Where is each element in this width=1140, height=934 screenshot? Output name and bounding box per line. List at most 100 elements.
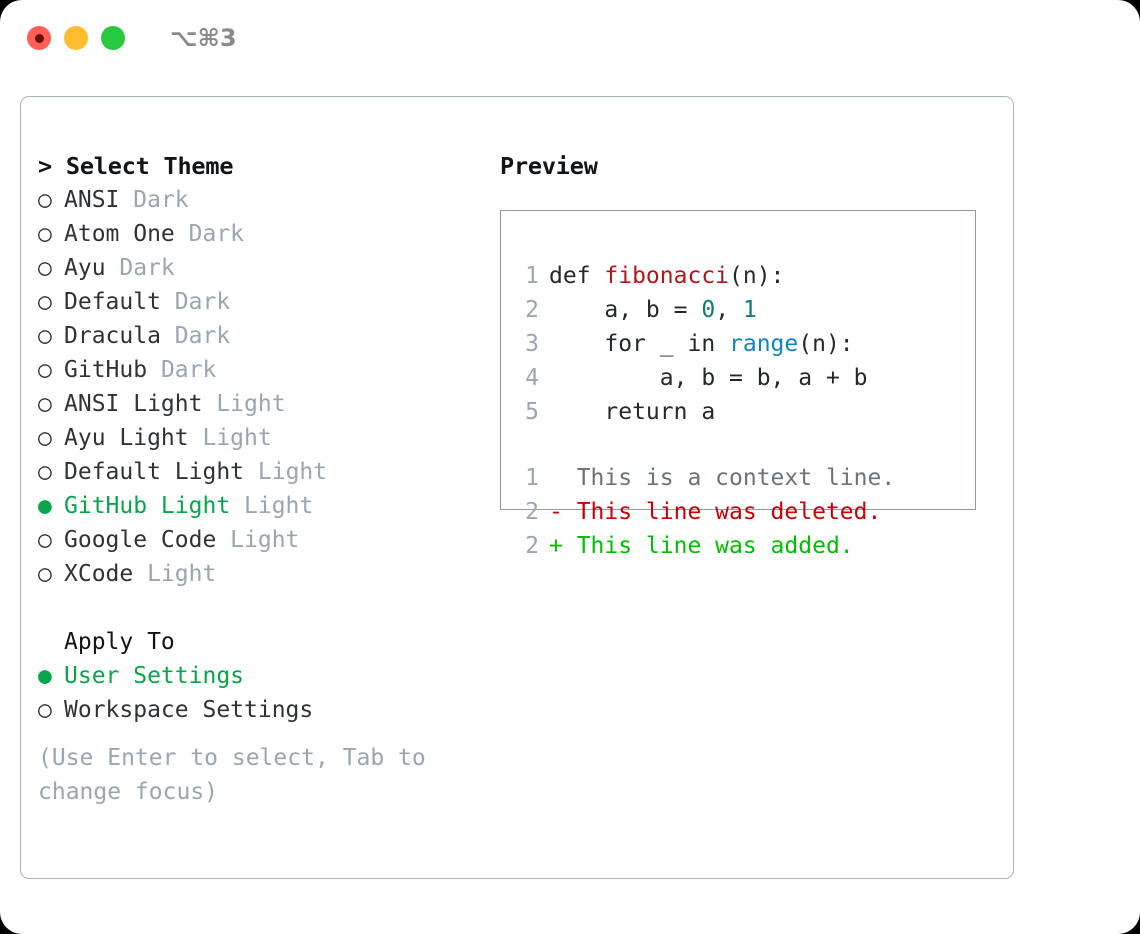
traffic-lights [27,26,125,50]
diff-line-text: This is a context line. [549,465,896,491]
radio-unselected-icon: ○ [38,255,52,281]
code-token-fn: fibonacci [604,263,730,289]
theme-option-label: Atom One [64,221,189,247]
code-token-plain: (n): [729,263,785,289]
radio-unselected-icon: ○ [38,459,52,485]
keyboard-hint-text: (Use Enter to select, Tab to change focu… [38,745,440,805]
radio-selected-icon: ● [38,493,52,519]
radio-unselected-icon: ○ [38,289,52,315]
radio-unselected-icon: ○ [38,187,52,213]
close-button[interactable] [27,26,51,50]
theme-option-ayu-light[interactable]: ○ Ayu Light Light [38,421,478,455]
theme-option-xcode[interactable]: ○XCode Light [38,557,478,591]
code-token-num: 1 [742,297,757,323]
code-line: 1 def fibonacci(n): [517,259,868,293]
theme-option-default-light[interactable]: ○Default Light Light [38,455,478,489]
theme-option-label: Default [64,289,175,315]
theme-option-ayu[interactable]: ○ Ayu Dark [38,251,478,285]
theme-option-github-light[interactable]: ● GitHub Light Light [38,489,478,523]
code-token-call: range [729,331,799,357]
radio-unselected-icon: ○ [38,357,52,383]
radio-unselected-icon: ○ [38,323,52,349]
theme-variant-tag: Light [230,527,300,553]
code-line: 2 a, b = 0, 1 [517,293,868,327]
theme-option-default[interactable]: ○ Default Dark [38,285,478,319]
radio-unselected-icon: ○ [38,391,52,417]
diff-line-del: 2 - This line was deleted. [517,495,895,529]
code-line-number: 2 [525,297,539,323]
theme-option-ansi-light[interactable]: ○ ANSI Light Light [38,387,478,421]
theme-variant-tag: Dark [174,323,231,349]
theme-option-label: ANSI [64,187,134,213]
radio-unselected-icon: ○ [38,697,52,723]
theme-option-label: GitHub Light [64,493,245,519]
apply-to-heading: Apply To [64,629,175,655]
theme-option-atom-one[interactable]: ○ Atom One Dark [38,217,478,251]
theme-option-label: Dracula [64,323,175,349]
theme-variant-tag: Dark [160,357,217,383]
minimize-button[interactable] [64,26,88,50]
code-line-number: 1 [525,263,539,289]
apply-to-option-workspace-settings[interactable]: ○ Workspace Settings [38,693,478,727]
code-token-plain: , [715,297,743,323]
code-token-plain: return a [549,399,716,425]
radio-unselected-icon: ○ [38,561,52,587]
code-line-number: 5 [525,399,539,425]
theme-variant-tag: Light [202,425,272,451]
diff-sample: 1 This is a context line. 2 - This line wa… [517,461,895,563]
radio-unselected-icon: ○ [38,527,52,553]
diff-line-number: 1 [525,465,539,491]
code-line-number: 3 [525,331,539,357]
theme-option-dracula[interactable]: ○ Dracula Dark [38,319,478,353]
diff-line-text: - This line was deleted. [549,499,882,525]
code-token-plain: a, b = [549,297,702,323]
theme-option-github[interactable]: ○ GitHub Dark [38,353,478,387]
radio-unselected-icon: ○ [38,425,52,451]
code-token-plain: a, b = b, a + b [549,365,868,391]
code-token-plain: def [549,263,605,289]
title-bar: ⌥⌘3 [0,0,1140,78]
preview-heading: Preview [500,152,598,180]
theme-variant-tag: Dark [133,187,189,213]
diff-line-text: + This line was added. [549,533,854,559]
code-token-plain: (n): [798,331,854,357]
diff-line-number: 2 [525,499,539,525]
theme-variant-tag: Light [244,493,314,519]
theme-option-label: Ayu [64,255,120,281]
theme-variant-tag: Dark [188,221,245,247]
theme-picker-column: > Select Theme ○ANSI Dark○Atom One Dark○… [38,149,478,809]
theme-variant-tag: Light [216,391,286,417]
theme-option-label: GitHub [64,357,161,383]
maximize-button[interactable] [101,26,125,50]
code-token-num: 0 [701,297,716,323]
apply-to-list[interactable]: ● User Settings ○ Workspace Settings [38,659,478,727]
theme-option-label: Ayu Light [64,425,203,451]
code-line: 4 a, b = b, a + b [517,361,868,395]
code-line: 5 return a [517,395,868,429]
diff-line-add: 2 + This line was added. [517,529,895,563]
theme-option-label: Google Code [64,527,231,553]
theme-option-label: ANSI Light [64,391,217,417]
apply-to-option-label: Workspace Settings [64,697,314,723]
theme-option-label: Default Light [64,459,258,485]
apply-to-option-label: User Settings [64,663,245,689]
code-line: 3 for _ in range(n): [517,327,868,361]
theme-variant-tag: Dark [119,255,175,281]
theme-option-ansi[interactable]: ○ ANSI Dark [38,183,478,217]
theme-list[interactable]: ○ ANSI Dark ○ Atom One Dark ○ Ayu Dark ○ Defaul… [38,183,478,591]
radio-selected-icon: ● [38,663,52,689]
diff-line-number: 2 [525,533,539,559]
radio-unselected-icon: ○ [38,221,52,247]
code-line-number: 4 [525,365,539,391]
diff-line-ctx: 1 This is a context line. [517,461,895,495]
theme-option-google-code[interactable]: ○ Google Code Light [38,523,478,557]
theme-variant-tag: Light [147,561,217,587]
code-token-plain: for _ in [549,331,730,357]
keyboard-shortcut-label: ⌥⌘3 [170,24,237,52]
theme-variant-tag: Dark [174,289,231,315]
apply-to-option-user-settings[interactable]: ● User Settings [38,659,478,693]
